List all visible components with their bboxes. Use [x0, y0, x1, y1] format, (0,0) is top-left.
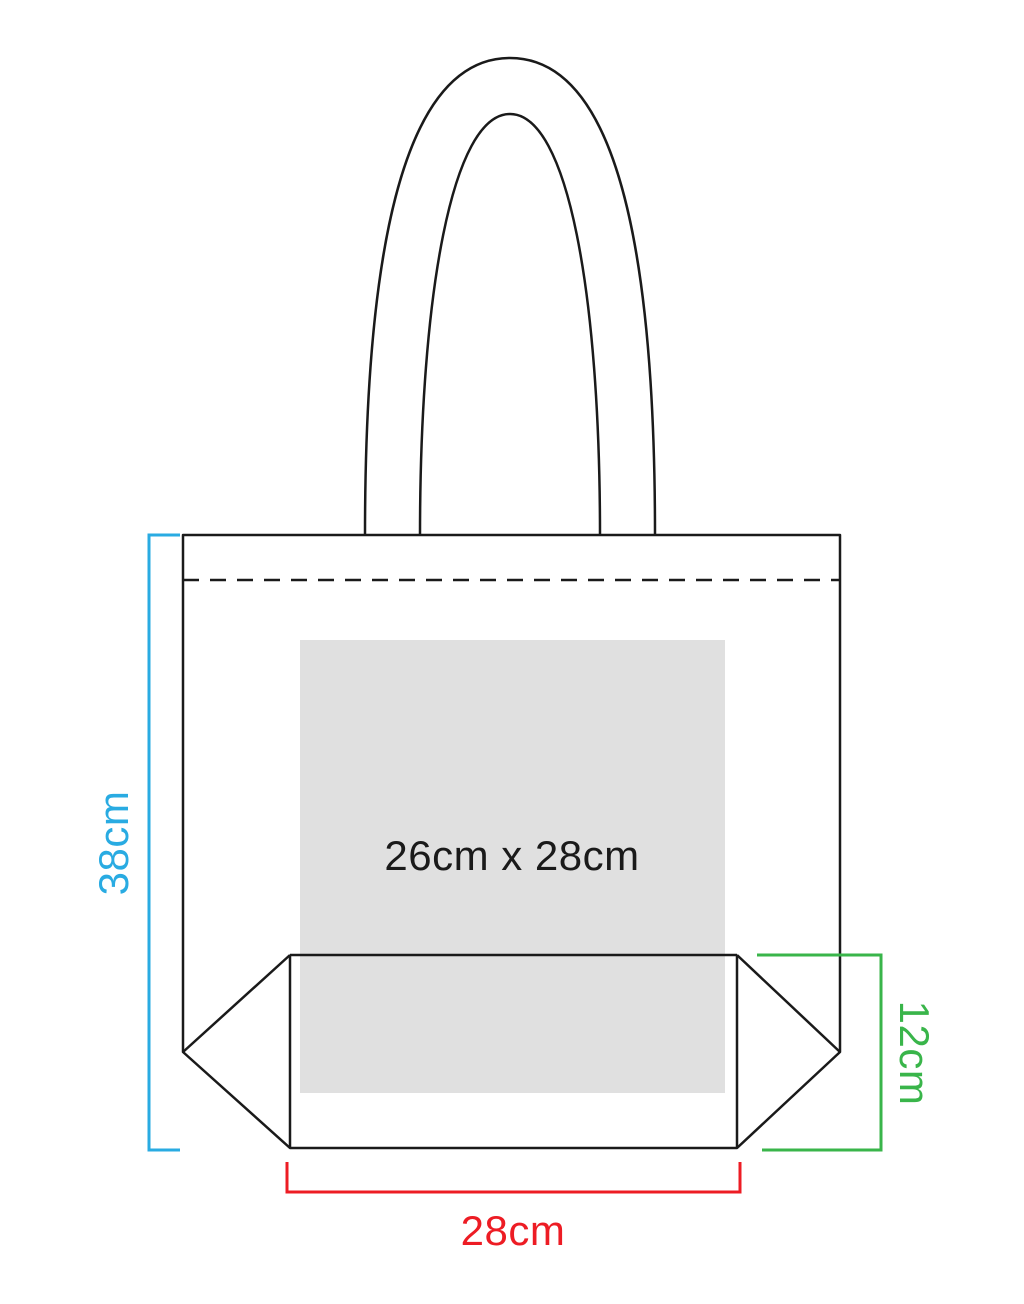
- height-dimension-bracket: [147, 533, 180, 1152]
- bag-handle-inner-edge: [418, 112, 602, 536]
- height-dimension-label: 38cm: [90, 791, 137, 896]
- gusset-fold-left-diagonal: [182, 954, 291, 1053]
- gusset-fold-lines: [182, 953, 841, 1148]
- gusset-dimension: 12cm: [757, 953, 938, 1152]
- gusset-fold-right-diagonal: [736, 954, 841, 1053]
- bag: [181, 56, 842, 1150]
- bottom-width-dimension: 28cm: [285, 1162, 742, 1254]
- gusset-dimension-label: 12cm: [891, 1001, 938, 1106]
- height-dimension: 38cm: [90, 533, 180, 1152]
- bottom-width-dimension-bracket: [285, 1162, 742, 1194]
- print-area-label: 26cm x 28cm: [384, 832, 639, 879]
- gusset-dimension-bracket: [757, 953, 883, 1152]
- bag-handle-outer-edge: [363, 56, 657, 536]
- bottom-width-dimension-label: 28cm: [461, 1207, 566, 1254]
- print-area: [300, 640, 725, 1093]
